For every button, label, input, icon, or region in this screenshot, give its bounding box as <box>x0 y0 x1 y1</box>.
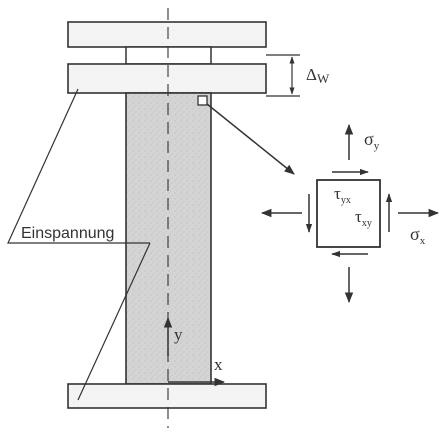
tau-yx-label: τyx <box>334 184 351 206</box>
top-plate <box>67 21 267 48</box>
sigma-y-label: σy <box>364 129 380 152</box>
y-axis-label: y <box>174 325 183 344</box>
x-axis-label: x <box>214 355 223 374</box>
delta-w-dimension <box>266 54 300 97</box>
sigma-x-label: σx <box>410 224 426 247</box>
tau-xy-label: τxy <box>355 207 372 229</box>
stress-element <box>316 179 381 248</box>
clamping-leader-lines <box>7 88 151 401</box>
detail-pointer-arrow <box>206 103 295 175</box>
delta-w-label: ΔW <box>306 65 330 86</box>
clamping-label: Einspannung <box>21 225 114 242</box>
element-marker <box>197 95 208 106</box>
bottom-plate <box>67 383 267 409</box>
upper-clamp-plate <box>67 63 267 94</box>
